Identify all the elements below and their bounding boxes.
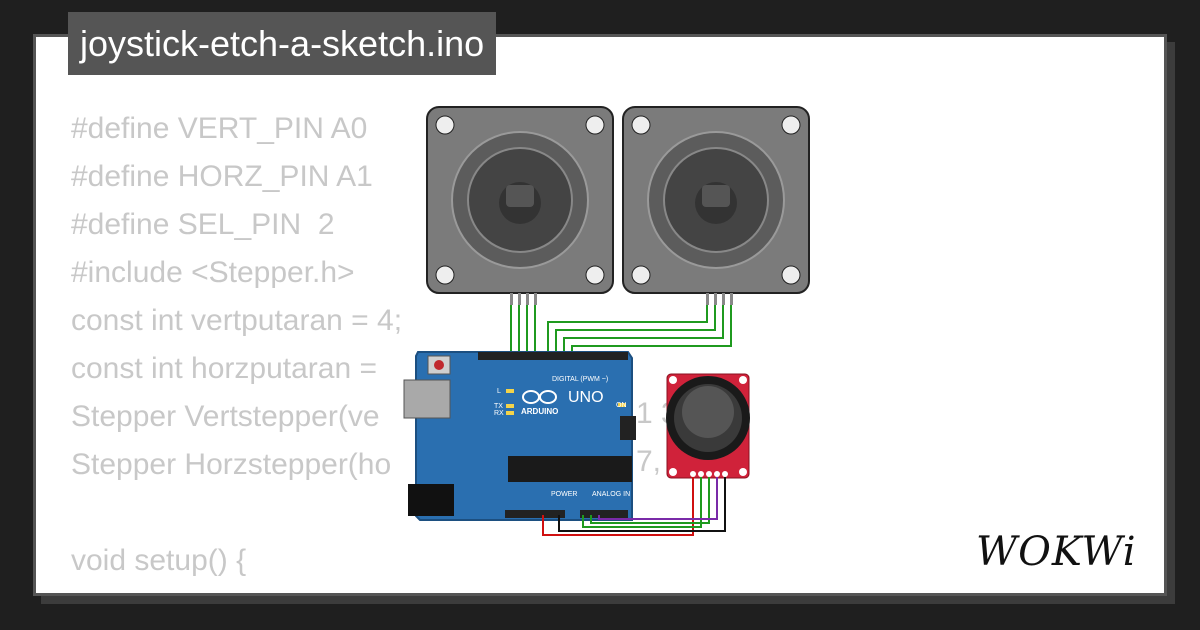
stepper-motor-vertical[interactable] — [426, 106, 614, 305]
stepper-motor-horizontal[interactable] — [622, 106, 810, 305]
wires-motor-2 — [547, 305, 732, 355]
code-line: pinMode(VERT_PIN, INPUT); — [71, 585, 484, 593]
board-brand: ARDUINO — [521, 407, 558, 416]
code-line: const int vertputaran = 4; — [71, 304, 403, 337]
rx-label: RX — [494, 410, 504, 417]
wires-motor-1 — [510, 305, 536, 355]
code-line: #define HORZ_PIN A1 — [71, 160, 373, 193]
arduino-uno-board[interactable]: ARDUINO UNO DIGITAL (PWM ~) POWER ANALOG… — [403, 351, 636, 521]
board-model: UNO — [568, 389, 604, 406]
code-line: #define VERT_PIN A0 — [71, 112, 368, 145]
code-line: const int horzputaran = — [71, 352, 386, 385]
power-header-label: POWER — [551, 491, 577, 498]
joystick-module[interactable] — [666, 373, 750, 479]
code-line: Stepper Horzstepper(ho — [71, 448, 392, 481]
analog-header-label: ANALOG IN — [592, 491, 630, 498]
code-fragment: 7, — [636, 445, 661, 478]
digital-header-label: DIGITAL (PWM ~) — [552, 376, 608, 383]
arduino-logo-icon — [522, 390, 557, 404]
code-line: #define SEL_PIN 2 — [71, 208, 335, 241]
on-label: ON — [616, 402, 627, 409]
code-listing: #define VERT_PIN A0 #define HORZ_PIN A1 #d… — [71, 105, 484, 593]
tx-label: TX — [494, 403, 503, 410]
code-line: #include <Stepper.h> — [71, 256, 355, 289]
wokwi-logo: WOKWi — [976, 529, 1137, 575]
code-line: void setup() { — [71, 544, 247, 577]
l-label: L — [497, 388, 501, 395]
code-line: Stepper Vertstepper(ve — [71, 400, 380, 433]
project-title: joystick-etch-a-sketch.ino — [68, 12, 497, 75]
wires-joystick — [542, 477, 726, 536]
